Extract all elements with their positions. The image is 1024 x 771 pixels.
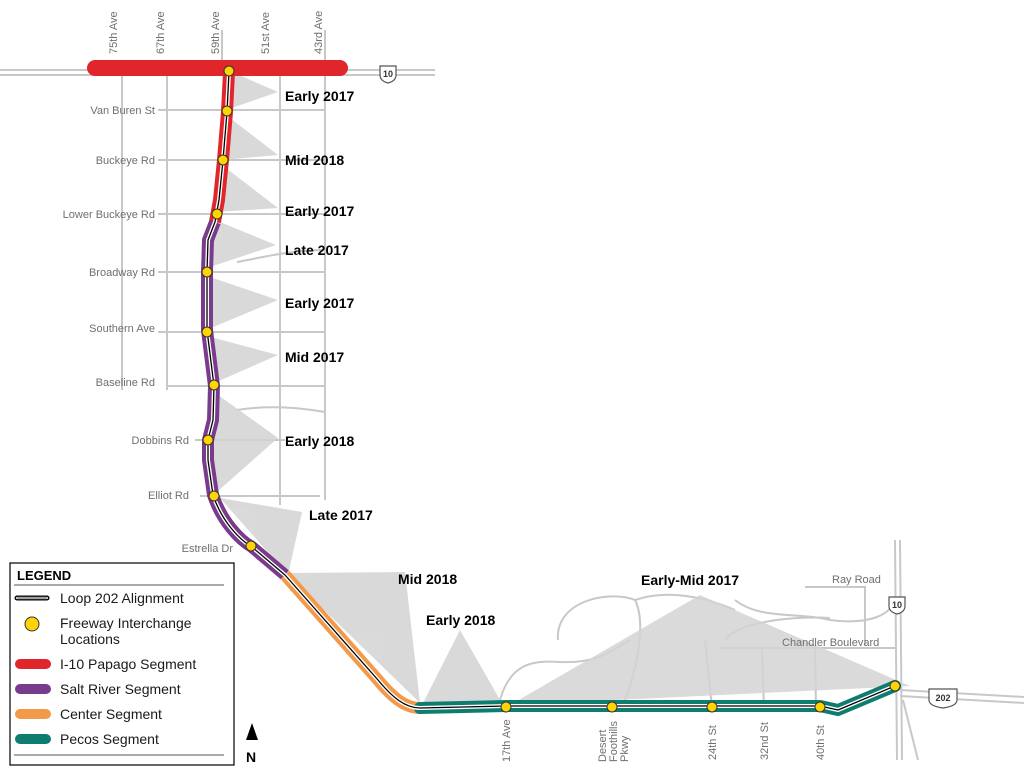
- north-arrow-icon: [246, 723, 258, 740]
- callout-label: Early 2017: [285, 88, 354, 104]
- legend-item-label: I-10 Papago Segment: [60, 656, 196, 672]
- street-label-17th-ave: 17th Ave: [501, 719, 513, 762]
- street-label-desert-foothills: DesertFoothillsPkwy: [597, 721, 631, 762]
- top-street-labels: 75th Ave 67th Ave 59th Ave 51st Ave 43rd…: [108, 11, 325, 54]
- street-label-59th-ave: 59th Ave: [210, 11, 222, 54]
- street-label-51st-ave: 51st Ave: [260, 12, 272, 54]
- street-label-43rd-ave: 43rd Ave: [313, 11, 325, 54]
- street-label-buckeye: Buckeye Rd: [96, 155, 155, 167]
- interchange-marker[interactable]: [211, 208, 223, 220]
- street-label-southern: Southern Ave: [89, 323, 155, 335]
- street-label-24th-st: 24th St: [707, 725, 719, 760]
- callout-label: Early 2018: [426, 612, 495, 628]
- corridor-segments: [87, 60, 901, 716]
- legend-item-label: Loop 202 Alignment: [60, 590, 184, 606]
- timeline-fans: [206, 72, 910, 705]
- street-label-van-buren: Van Buren St: [90, 105, 155, 117]
- legend-item-label: Pecos Segment: [60, 731, 159, 747]
- callout-label: Mid 2017: [285, 349, 344, 365]
- interchange-marker[interactable]: [208, 490, 220, 502]
- west-street-labels: Van Buren St Buckeye Rd Lower Buckeye Rd…: [63, 105, 234, 555]
- legend-interchange-swatch: [24, 616, 40, 632]
- i10-shield-number: 10: [892, 600, 902, 610]
- south-street-labels: 17th Ave DesertFoothillsPkwy 24th St 32n…: [501, 719, 827, 762]
- interchange-marker[interactable]: [245, 540, 257, 552]
- interchange-marker[interactable]: [606, 701, 618, 713]
- interchange-marker[interactable]: [217, 154, 229, 166]
- interchange-marker[interactable]: [223, 65, 235, 77]
- callout-label: Mid 2018: [398, 571, 457, 587]
- callout-label: Late 2017: [285, 242, 349, 258]
- street-label-baseline: Baseline Rd: [96, 377, 155, 389]
- interchange-marker[interactable]: [208, 379, 220, 391]
- street-label-75th-ave: 75th Ave: [108, 11, 120, 54]
- interchanges: [201, 65, 901, 713]
- legend-item-label: Center Segment: [60, 706, 162, 722]
- north-label: N: [246, 749, 256, 765]
- legend-title: LEGEND: [17, 568, 71, 583]
- street-label-ray-road: Ray Road: [832, 574, 881, 586]
- east-street-labels: Ray Road Chandler Boulevard: [782, 574, 881, 649]
- callout-label: Early-Mid 2017: [641, 572, 739, 588]
- i10-shield-north: 10: [379, 65, 397, 84]
- interchange-marker[interactable]: [202, 434, 214, 446]
- legend: LEGEND Loop 202 Alignment Freeway Interc…: [9, 562, 235, 766]
- i10-shield-east: 10: [888, 596, 906, 615]
- street-label-elliot: Elliot Rd: [148, 490, 189, 502]
- street-label-chandler-blvd: Chandler Boulevard: [782, 637, 879, 649]
- street-label-lower-buckeye: Lower Buckeye Rd: [63, 209, 155, 221]
- interchange-marker[interactable]: [706, 701, 718, 713]
- street-label-40th-st: 40th St: [815, 725, 827, 760]
- callout-label: Early 2017: [285, 295, 354, 311]
- north-arrow: N: [246, 723, 258, 765]
- interchange-marker[interactable]: [814, 701, 826, 713]
- callout-label: Early 2018: [285, 433, 354, 449]
- callout-label: Late 2017: [309, 507, 373, 523]
- street-label-67th-ave: 67th Ave: [155, 11, 167, 54]
- interchange-marker[interactable]: [201, 266, 213, 278]
- callout-label: Early 2017: [285, 203, 354, 219]
- interchange-marker[interactable]: [500, 701, 512, 713]
- i10-shield-number: 10: [383, 69, 393, 79]
- interchange-marker[interactable]: [221, 105, 233, 117]
- street-label-32nd-st: 32nd St: [759, 722, 771, 760]
- loop202-shield: 202: [928, 688, 958, 709]
- legend-item-label: Salt River Segment: [60, 681, 181, 697]
- interchange-marker[interactable]: [889, 680, 901, 692]
- timeline-callouts: Early 2017 Mid 2018 Early 2017 Late 2017…: [285, 88, 739, 628]
- loop202-shield-number: 202: [935, 693, 950, 703]
- street-label-broadway: Broadway Rd: [89, 267, 155, 279]
- callout-label: Mid 2018: [285, 152, 344, 168]
- interchange-marker[interactable]: [201, 326, 213, 338]
- street-label-dobbins: Dobbins Rd: [132, 435, 189, 447]
- street-label-estrella: Estrella Dr: [182, 543, 234, 555]
